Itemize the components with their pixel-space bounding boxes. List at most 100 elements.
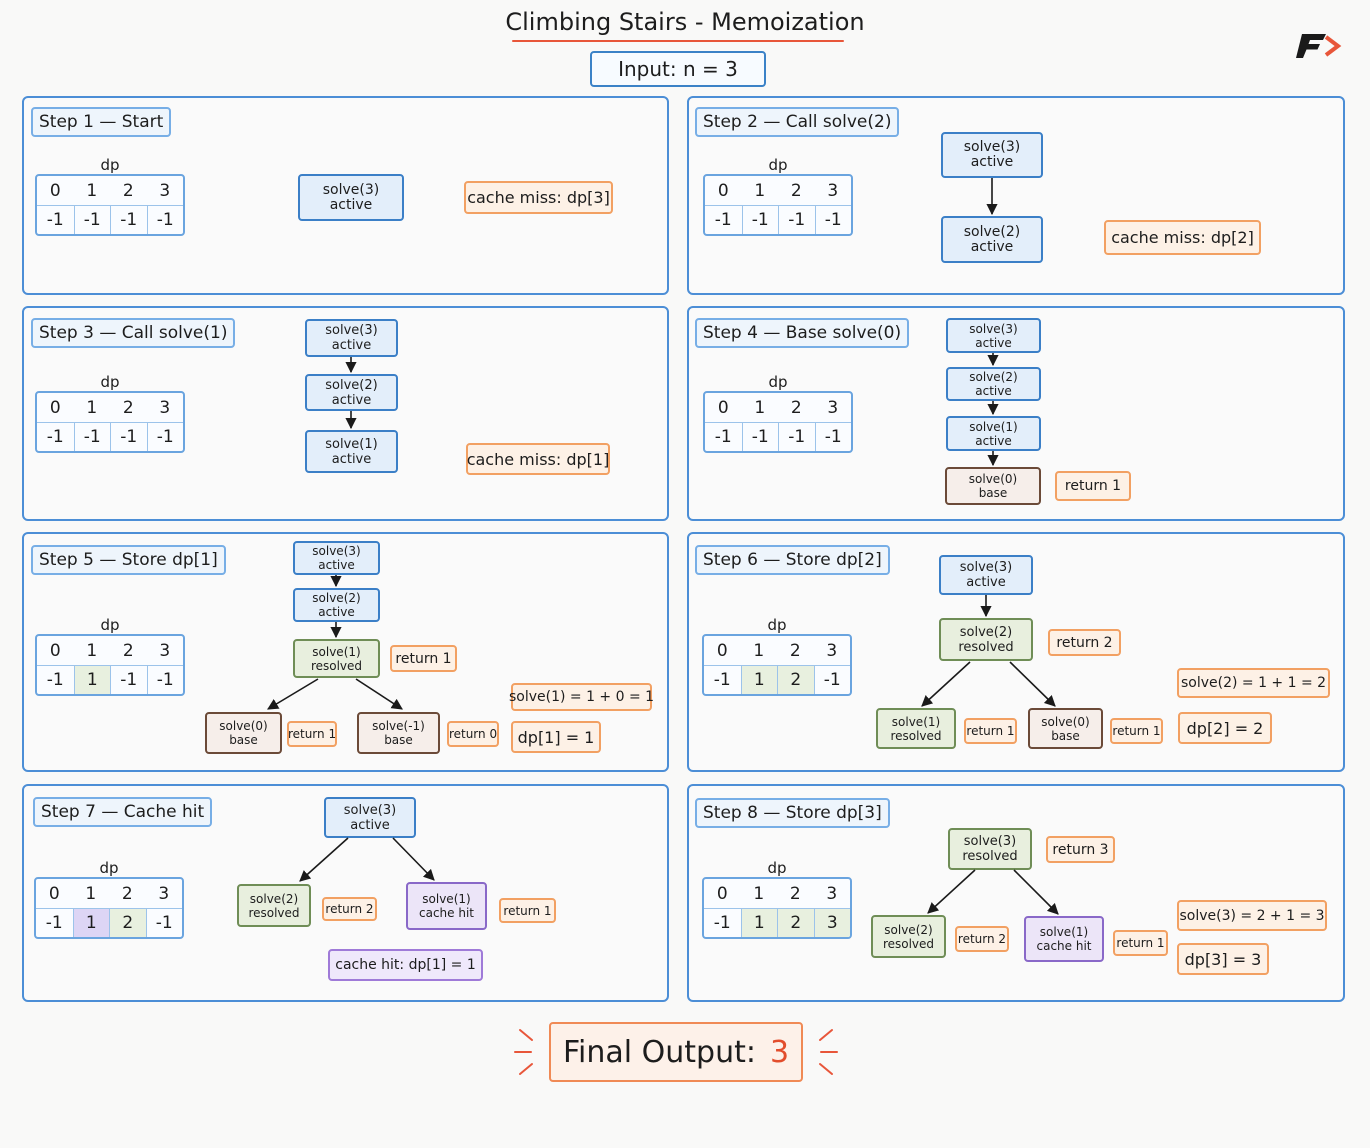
input-label: Input: n = 3: [590, 51, 766, 87]
call-node: solve(2)active: [293, 588, 380, 622]
call-node: solve(1)active: [946, 416, 1041, 451]
store-tag: dp[2] = 2: [1178, 712, 1272, 744]
dp-label: dp: [100, 156, 120, 174]
dp-index-cell: 3: [158, 883, 170, 904]
call-node: solve(0)base: [945, 467, 1041, 505]
return-tag: return 1: [1113, 930, 1168, 956]
dp-index-cell: 1: [86, 640, 98, 661]
dp-index-cell: 1: [753, 640, 765, 661]
call-node: solve(2)resolved: [237, 884, 311, 927]
call-node: solve(3)active: [293, 541, 380, 575]
dp-value-cell: -1: [741, 205, 778, 234]
dp-value-cell: -1: [37, 422, 74, 451]
call-node: solve(3)active: [305, 319, 398, 357]
sparkle-right-icon: [819, 1029, 838, 1075]
dp-index-cell: 2: [122, 180, 134, 201]
step-label: Step 4 — Base solve(0): [695, 318, 910, 348]
dp-index-cell: 0: [48, 883, 60, 904]
dp-value-cell: -1: [37, 665, 74, 694]
return-tag: return 3: [1046, 836, 1115, 863]
dp-value-cell: -1: [814, 205, 851, 234]
cache-miss-tag: cache miss: dp[2]: [1104, 220, 1261, 255]
dp-value-cell: -1: [145, 908, 182, 937]
return-tag: return 2: [1048, 629, 1121, 656]
call-node: solve(3)active: [324, 797, 416, 838]
dp-index-cell: 3: [826, 883, 838, 904]
call-node: solve(3)active: [939, 555, 1033, 595]
dp-value-cell: 1: [73, 665, 110, 694]
dp-value-cell: -1: [705, 205, 742, 234]
cache-miss-tag: cache miss: dp[3]: [464, 181, 613, 214]
dp-index-cell: 1: [754, 180, 766, 201]
dp-index-cell: 2: [122, 397, 134, 418]
equation-tag: solve(2) = 1 + 1 = 2: [1177, 668, 1330, 698]
dp-value-cell: -1: [110, 665, 147, 694]
call-node: solve(2)resolved: [939, 618, 1033, 661]
call-node: solve(1)resolved: [293, 639, 380, 678]
dp-value-cell: -1: [146, 422, 183, 451]
page-title: Climbing Stairs - Memoization: [505, 8, 865, 36]
dp-value-cell: -1: [36, 908, 73, 937]
cache-hit-tag: cache hit: dp[1] = 1: [328, 949, 483, 981]
dp-index-cell: 0: [49, 397, 61, 418]
dp-index-cell: 2: [789, 883, 801, 904]
call-node: solve(3)resolved: [948, 828, 1032, 870]
dp-index-cell: 1: [754, 397, 766, 418]
dp-index-cell: 2: [790, 397, 802, 418]
call-node: solve(0)base: [1028, 708, 1103, 749]
dp-value-cell: 1: [72, 908, 109, 937]
dp-value-cell: -1: [778, 422, 815, 451]
call-node: solve(2)active: [941, 216, 1043, 263]
dp-index-cell: 2: [790, 180, 802, 201]
title-underline: [512, 40, 844, 42]
dp-index-cell: 0: [716, 883, 728, 904]
return-tag: return 1: [499, 898, 556, 923]
dp-label: dp: [100, 373, 120, 391]
call-node: solve(2)resolved: [871, 915, 946, 958]
call-node: solve(3)active: [946, 318, 1041, 353]
final-output-label: Final Output:: [562, 1034, 756, 1070]
dp-value-cell: 1: [740, 665, 777, 694]
return-tag: return 1: [1110, 718, 1163, 744]
equation-tag: solve(3) = 2 + 1 = 3: [1177, 900, 1327, 931]
dp-index-cell: 1: [85, 883, 97, 904]
call-node: solve(3)active: [298, 174, 404, 221]
dp-index-cell: 0: [716, 640, 728, 661]
return-tag: return 0: [447, 721, 499, 747]
call-node: solve(3)active: [941, 132, 1043, 178]
final-output-value: 3: [769, 1034, 790, 1070]
dp-index-cell: 0: [49, 640, 61, 661]
logo-icon: [1296, 34, 1342, 58]
dp-value-cell: -1: [741, 422, 778, 451]
final-output: Final Output: 3: [549, 1022, 803, 1082]
step-label: Step 2 — Call solve(2): [695, 107, 900, 137]
dp-index-cell: 3: [159, 397, 171, 418]
step-label: Step 5 — Store dp[1]: [31, 545, 226, 575]
equation-tag: solve(1) = 1 + 0 = 1: [509, 683, 654, 711]
dp-index-cell: 3: [826, 640, 838, 661]
dp-label: dp: [768, 156, 788, 174]
cache-miss-tag: cache miss: dp[1]: [466, 443, 610, 475]
dp-value-cell: 2: [109, 908, 146, 937]
dp-index-cell: 3: [159, 640, 171, 661]
dp-index-cell: 1: [753, 883, 765, 904]
dp-value-cell: -1: [704, 665, 741, 694]
dp-label: dp: [100, 616, 120, 634]
dp-value-cell: -1: [110, 422, 147, 451]
dp-index-cell: 3: [827, 180, 839, 201]
dp-label: dp: [767, 616, 787, 634]
dp-value-cell: -1: [813, 665, 850, 694]
dp-value-cell: -1: [146, 205, 183, 234]
dp-index-cell: 2: [789, 640, 801, 661]
dp-value-cell: -1: [814, 422, 851, 451]
dp-index-cell: 1: [86, 397, 98, 418]
dp-label: dp: [767, 859, 787, 877]
dp-value-cell: 2: [777, 908, 814, 937]
step-label: Step 1 — Start: [31, 107, 172, 137]
call-node: solve(1)cache hit: [406, 882, 487, 930]
store-tag: dp[3] = 3: [1177, 943, 1269, 975]
dp-label: dp: [768, 373, 788, 391]
